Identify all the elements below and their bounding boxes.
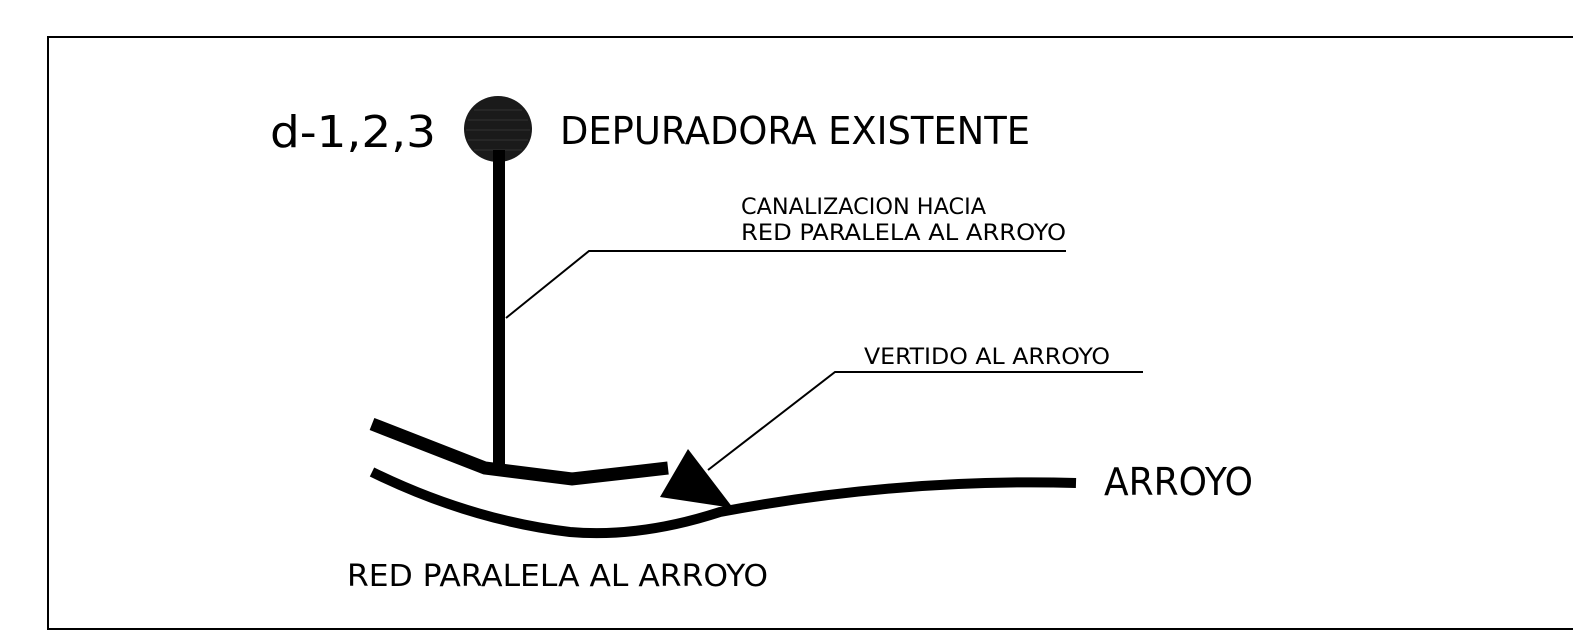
discharge-arrow	[660, 449, 733, 508]
parallel-network-upper-line	[369, 417, 669, 486]
discharge-label: VERTIDO AL ARROYO	[864, 345, 1110, 370]
discharge-leader-line	[707, 371, 1143, 471]
parallel-network-label: RED PARALELA AL ARROYO	[347, 559, 768, 594]
channel-pipe	[493, 150, 505, 472]
stream-line	[369, 467, 1077, 539]
channel-leader-line	[505, 250, 1066, 319]
plant-code-label: d-1,2,3	[270, 107, 436, 158]
stream-label: ARROYO	[1104, 460, 1253, 504]
treatment-plant-node	[464, 96, 532, 162]
channel-label-line1: CANALIZACION HACIA	[741, 195, 987, 220]
plant-label: DEPURADORA EXISTENTE	[560, 109, 1030, 153]
treatment-plant-hatching	[466, 109, 530, 151]
channel-label-line2: RED PARALELA AL ARROYO	[741, 221, 1066, 246]
drawing-frame	[47, 36, 1573, 630]
